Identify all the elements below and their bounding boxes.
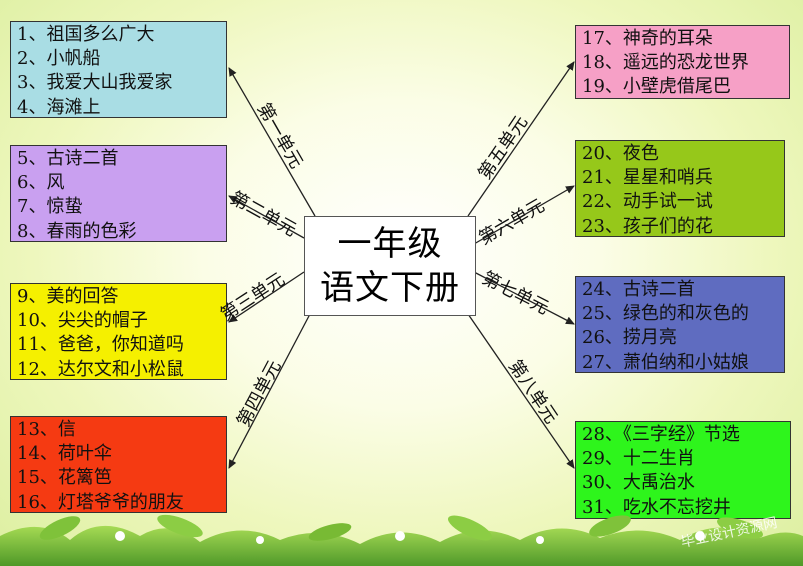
unit-6-box: 20、夜色 21、星星和哨兵 22、动手试一试 23、孩子们的花 — [575, 140, 785, 237]
unit-8-item-4: 31、吃水不忘挖井 — [582, 496, 731, 518]
unit-1-item-2: 2、小帆船 — [17, 48, 101, 70]
connector-unit-1 — [228, 67, 316, 217]
unit-1-item-3: 3、我爱大山我爱家 — [17, 72, 173, 94]
foliage-decoration — [0, 514, 803, 566]
unit-5-box: 17、神奇的耳朵 18、遥远的恐龙世界 19、小壁虎借尾巴 — [575, 25, 790, 99]
center-title-line1: 一年级 — [337, 224, 443, 264]
unit-4-box: 13、信 14、荷叶伞 15、花篱笆 16、灯塔爷爷的朋友 — [10, 416, 227, 513]
unit-7-item-4: 27、萧伯纳和小姑娘 — [582, 351, 749, 373]
unit-8-box: 28、《三字经》节选 29、十二生肖 30、大禹治水 31、吃水不忘挖井 — [575, 421, 791, 519]
unit-4-item-1: 13、信 — [17, 419, 76, 440]
center-topic: 一年级 语文下册 — [304, 216, 476, 316]
unit-8-item-3: 30、大禹治水 — [582, 472, 695, 494]
unit-6-item-2: 21、星星和哨兵 — [582, 167, 713, 189]
unit-8-item-2: 29、十二生肖 — [582, 448, 695, 470]
unit-4-item-2: 14、荷叶伞 — [17, 443, 112, 465]
center-title-line2: 语文下册 — [320, 268, 460, 308]
unit-1-box: 1、祖国多么广大 2、小帆船 3、我爱大山我爱家 4、海滩上 — [10, 21, 227, 118]
connector-unit-6 — [473, 185, 575, 245]
unit-7-box: 24、古诗二首 25、绿色的和灰色的 26、捞月亮 27、萧伯纳和小姑娘 — [575, 276, 785, 373]
unit-1-item-4: 4、海滩上 — [17, 96, 101, 118]
unit-5-item-2: 18、遥远的恐龙世界 — [582, 52, 749, 74]
unit-7-item-1: 24、古诗二首 — [582, 279, 695, 300]
unit-7-item-2: 25、绿色的和灰色的 — [582, 303, 749, 325]
connector-unit-8 — [467, 313, 575, 469]
unit-3-item-3: 11、爸爸，你知道吗 — [17, 334, 184, 356]
unit-2-item-3: 7、惊蛰 — [17, 196, 83, 218]
unit-5-item-3: 19、小壁虎借尾巴 — [582, 76, 731, 98]
unit-5-item-1: 17、神奇的耳朵 — [582, 28, 713, 49]
unit-6-item-1: 20、夜色 — [582, 143, 659, 164]
connector-unit-5 — [467, 61, 575, 217]
unit-4-item-3: 15、花篱笆 — [17, 467, 112, 489]
connector-unit-2 — [228, 195, 305, 239]
unit-4-item-4: 16、灯塔爷爷的朋友 — [17, 491, 184, 513]
connector-unit-7 — [473, 271, 575, 325]
unit-3-box: 9、美的回答 10、尖尖的帽子 11、爸爸，你知道吗 12、达尔文和小松鼠 — [10, 283, 227, 380]
unit-2-item-1: 5、古诗二首 — [17, 148, 119, 169]
unit-7-item-3: 26、捞月亮 — [582, 327, 677, 349]
unit-1-item-1: 1、祖国多么广大 — [17, 24, 155, 45]
connector-unit-4 — [228, 313, 311, 469]
connector-unit-3 — [228, 271, 305, 323]
unit-3-item-1: 9、美的回答 — [17, 286, 119, 307]
unit-6-item-3: 22、动手试一试 — [582, 191, 713, 213]
unit-3-item-2: 10、尖尖的帽子 — [17, 310, 148, 332]
unit-6-item-4: 23、孩子们的花 — [582, 215, 713, 237]
unit-2-box: 5、古诗二首 6、风 7、惊蛰 8、春雨的色彩 — [10, 145, 227, 242]
unit-2-item-2: 6、风 — [17, 172, 65, 194]
unit-8-item-1: 28、《三字经》节选 — [582, 424, 740, 445]
unit-3-item-4: 12、达尔文和小松鼠 — [17, 358, 184, 380]
unit-2-item-4: 8、春雨的色彩 — [17, 220, 137, 242]
